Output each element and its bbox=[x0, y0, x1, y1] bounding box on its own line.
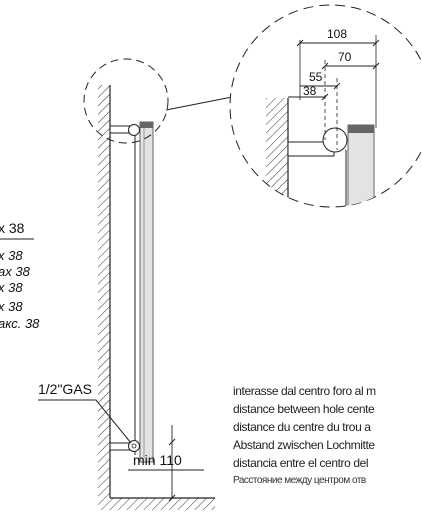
detail-marker-circle bbox=[83, 58, 169, 144]
interaxis-notes: interasse dal centro foro al m distance … bbox=[233, 382, 422, 490]
pipe-connection-leader bbox=[38, 399, 132, 444]
min-distance-label: min 110 bbox=[133, 452, 182, 468]
max-label-3: ax 38 bbox=[0, 264, 31, 279]
dimension-55: 55 bbox=[309, 70, 323, 84]
radiator bbox=[134, 121, 154, 463]
dimension-108: 108 bbox=[327, 27, 347, 41]
max-label-2: x 38 bbox=[0, 248, 23, 263]
max-label-1: x 38 bbox=[0, 220, 25, 236]
max-label-5: x 38 bbox=[0, 299, 23, 314]
note-italian: interasse dal centro foro al m bbox=[233, 384, 376, 398]
min-distance-dimension bbox=[128, 425, 204, 502]
max-label-4: x 38 bbox=[0, 280, 23, 295]
note-german: Abstand zwischen Lochmitte bbox=[233, 438, 375, 452]
wall bbox=[98, 85, 215, 510]
note-english: distance between hole cente bbox=[233, 402, 375, 416]
detail-leader-line bbox=[165, 96, 233, 111]
dimension-38: 38 bbox=[303, 84, 317, 98]
detail-view bbox=[229, 4, 422, 208]
max-label-6: акс. 38 bbox=[0, 316, 40, 331]
note-french: distance du centre du trou a bbox=[233, 420, 371, 434]
dimension-70: 70 bbox=[338, 50, 352, 64]
pipe-connection-label: 1/2"GAS bbox=[38, 381, 92, 397]
bottom-bracket bbox=[109, 440, 140, 452]
top-bracket bbox=[109, 124, 140, 136]
note-russian: Расстояние между центром отв bbox=[233, 475, 366, 486]
note-spanish: distancia entre el centro del bbox=[233, 456, 369, 470]
